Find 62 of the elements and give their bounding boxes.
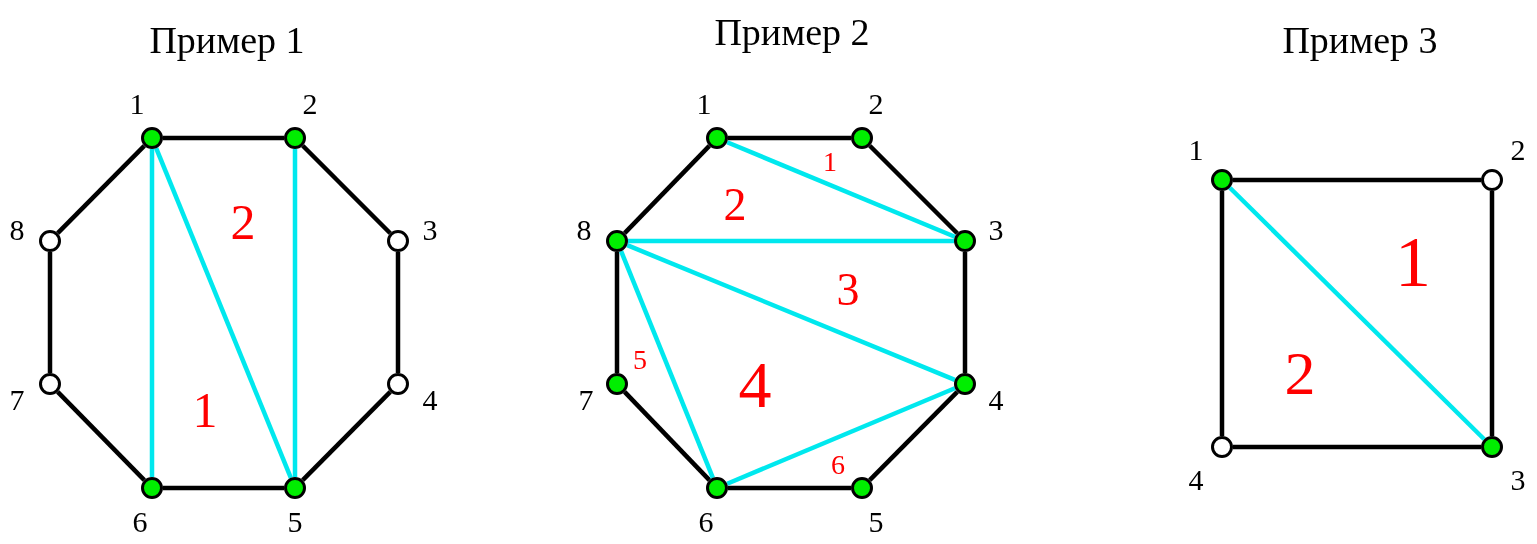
vertex-number: 3 [988, 215, 1004, 245]
vertex-number: 2 [868, 89, 884, 119]
region-number: 1 [1395, 226, 1431, 298]
polygon-edge [1489, 191, 1495, 436]
polygon-edge [962, 252, 968, 373]
example-title: Пример 2 [714, 13, 870, 51]
vertex-number: 3 [1510, 465, 1526, 495]
vertex-number: 2 [302, 89, 318, 119]
polygon-edge [614, 252, 620, 373]
vertex-number: 1 [696, 89, 712, 119]
vertex-number: 7 [578, 385, 594, 415]
vertex-number: 8 [576, 215, 592, 245]
vertex-number: 4 [988, 385, 1004, 415]
diagonal-line [726, 386, 956, 486]
vertex-number: 4 [1188, 465, 1204, 495]
polygon-edge [868, 144, 959, 235]
vertex-number: 5 [287, 507, 303, 537]
polygon-edge [163, 135, 284, 141]
region-number: 2 [230, 197, 256, 247]
diagonal-line [726, 140, 956, 239]
polygon-edge [728, 135, 851, 141]
region-number: 2 [723, 182, 747, 228]
vertex-number: 6 [698, 507, 714, 537]
polygon-edge [301, 144, 392, 235]
polygon-edge [728, 485, 851, 491]
polygon-edge [56, 144, 146, 235]
polygon-edge [56, 390, 146, 482]
region-number: 1 [192, 385, 218, 435]
diagonal-line [1228, 186, 1486, 441]
diagonal-line [628, 238, 954, 244]
polygon-edge [1219, 191, 1225, 436]
region-number: 2 [1284, 342, 1316, 404]
vertex-number: 3 [422, 215, 438, 245]
polygon-edge [163, 485, 284, 491]
diagonal-line [626, 243, 956, 382]
region-number: 4 [738, 352, 772, 418]
polygon-edge [1233, 177, 1481, 183]
region-number: 3 [836, 267, 860, 313]
vertex-number: 8 [9, 215, 25, 245]
vertex-number: 4 [422, 385, 438, 415]
diagonal-line [292, 149, 298, 477]
vertex-number: 7 [9, 385, 25, 415]
polygon-edge [1233, 444, 1481, 450]
polygon-edge [395, 252, 401, 373]
diagonal-line [154, 147, 293, 479]
vertex-number: 6 [132, 507, 148, 537]
vertex-number: 1 [1188, 135, 1204, 165]
example-title: Пример 3 [1282, 21, 1438, 59]
polygon-edge [868, 390, 959, 482]
region-number: 1 [823, 148, 837, 176]
polygon-edge [301, 390, 392, 482]
diagonal-line [149, 149, 155, 477]
vertex-number: 1 [129, 89, 145, 119]
region-number: 6 [831, 451, 845, 479]
polygon-edge [623, 390, 711, 482]
diagonal-line [619, 250, 715, 479]
polygon-edge [47, 252, 53, 373]
vertex-number: 5 [868, 507, 884, 537]
region-number: 5 [633, 346, 647, 374]
vertex-number: 2 [1510, 135, 1526, 165]
polygon-edge [623, 144, 711, 235]
example-title: Пример 1 [149, 21, 305, 59]
